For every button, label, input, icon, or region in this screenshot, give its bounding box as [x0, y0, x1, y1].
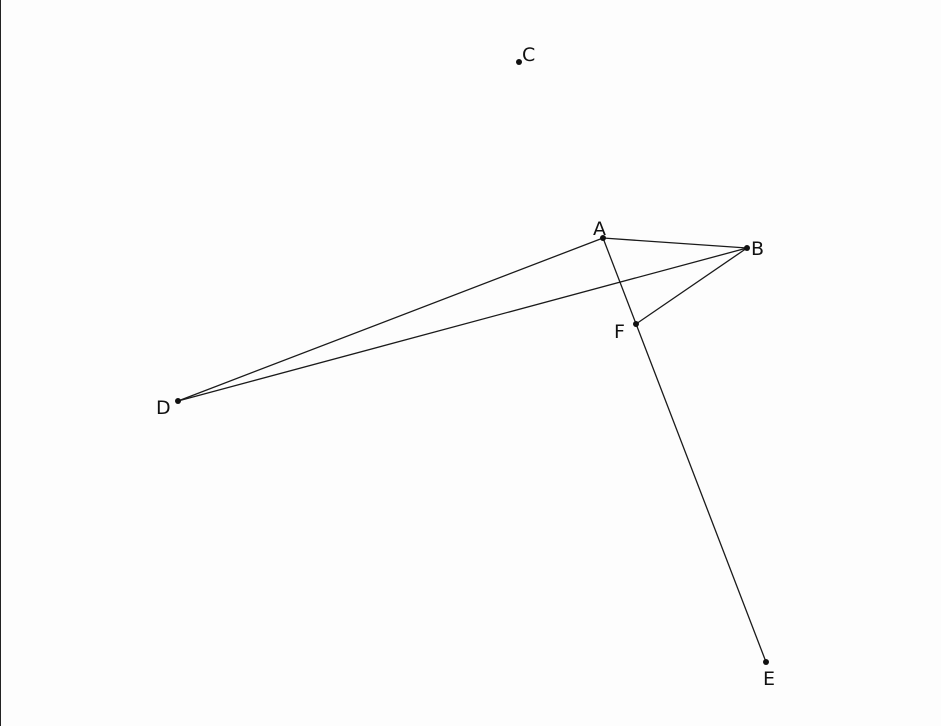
segment-ae — [602, 237, 767, 663]
label-a: A — [593, 218, 606, 240]
label-f: F — [614, 321, 625, 343]
segment-ab — [602, 237, 748, 249]
segment-bf — [635, 247, 748, 325]
label-b: B — [751, 238, 764, 260]
label-c: C — [522, 44, 535, 66]
point-f — [633, 321, 639, 327]
point-e — [763, 659, 769, 665]
segments-group — [177, 237, 767, 663]
segment-db — [177, 247, 748, 402]
segment-ad — [177, 237, 604, 402]
point-a — [600, 235, 606, 241]
label-e: E — [763, 668, 775, 690]
label-d: D — [156, 397, 171, 419]
point-d — [175, 398, 181, 404]
point-c — [516, 59, 522, 65]
points-group — [175, 59, 769, 665]
labels-group: A B C D E F — [156, 44, 775, 690]
point-b — [744, 245, 750, 251]
